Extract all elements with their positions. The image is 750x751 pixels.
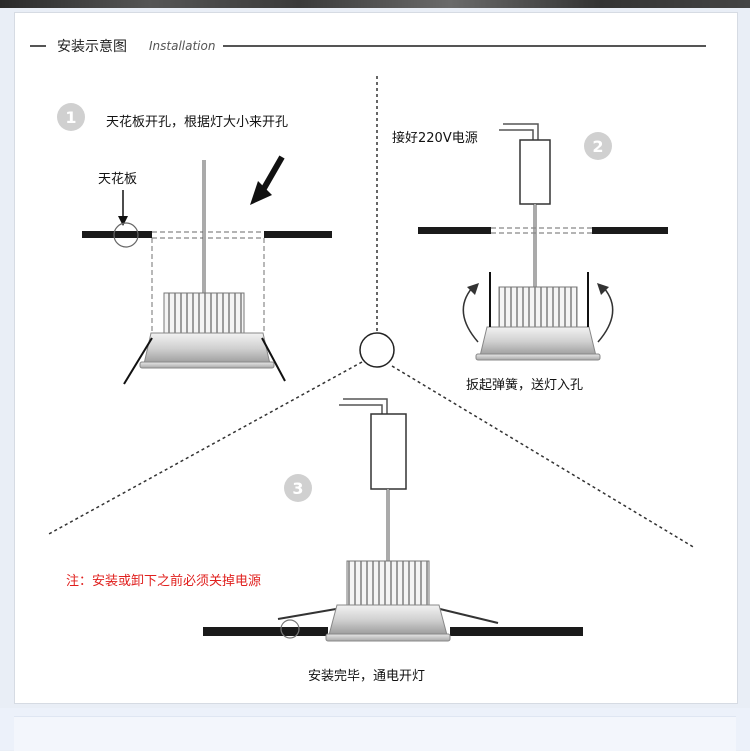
step-2-caption: 扳起弹簧，送灯入孔 [466,377,583,393]
step-2-driver-box [519,139,551,205]
ceiling-label-arrowhead [118,216,128,226]
ceiling-board-right-2 [592,227,668,234]
step-3-heatsink [346,560,430,606]
top-image-strip [0,0,750,8]
ceiling-board-left-2 [418,227,491,234]
ceiling-board-right [264,231,332,238]
warning-text: 注：安装或卸下之前必须关掉电源 [66,573,261,589]
step-1-spring-left [123,337,153,385]
ceiling-board-left-3 [203,627,328,636]
step-1-text: 天花板开孔，根据灯大小来开孔 [106,114,288,130]
ceiling-board-left [82,231,152,238]
bottom-next-panel [14,716,736,751]
step-1-badge [57,103,85,131]
step-2: 2 接好220V电源 扳起弹簧，送灯入孔 [392,123,668,393]
step-1-trim [143,332,271,365]
step-1-spring-right [261,337,286,382]
step-3-driver-box [370,413,407,490]
divider-lines [46,76,696,549]
bottom-area [0,708,750,751]
center-junction-circle [359,332,395,368]
ceiling-board-right-3 [450,627,583,636]
step-3-spring-right [439,608,499,624]
step-3-badge [284,474,312,502]
header-rule-left [30,45,46,47]
step-3: 3 注：安装或卸下之前必须关掉电源 安装完毕，通电开灯 [66,398,583,684]
step-2-heatsink [498,286,578,328]
step-3-number: 3 [292,479,303,498]
header-rule-right [223,45,706,47]
step-3-trim [328,604,448,636]
arrow-down-left-icon [250,155,285,205]
step-1: 1 天花板开孔，根据灯大小来开孔 天花板 [57,103,332,385]
ceiling-highlight-circle [113,222,139,248]
section-subtitle: Installation [149,39,216,53]
section-title: 安装示意图 [57,39,127,55]
step-2-text: 接好220V电源 [392,130,478,146]
step-2-badge [584,132,612,160]
step-1-heatsink [163,292,245,334]
curved-arrow-icon [462,283,614,343]
step-3-spring-left [277,608,337,620]
step-2-number: 2 [592,137,603,156]
step-3-highlight-circle [280,619,300,639]
step-2-trim [479,326,597,357]
ceiling-label: 天花板 [98,171,137,187]
step-3-caption: 安装完毕，通电开灯 [308,669,425,684]
step-1-number: 1 [65,108,76,127]
